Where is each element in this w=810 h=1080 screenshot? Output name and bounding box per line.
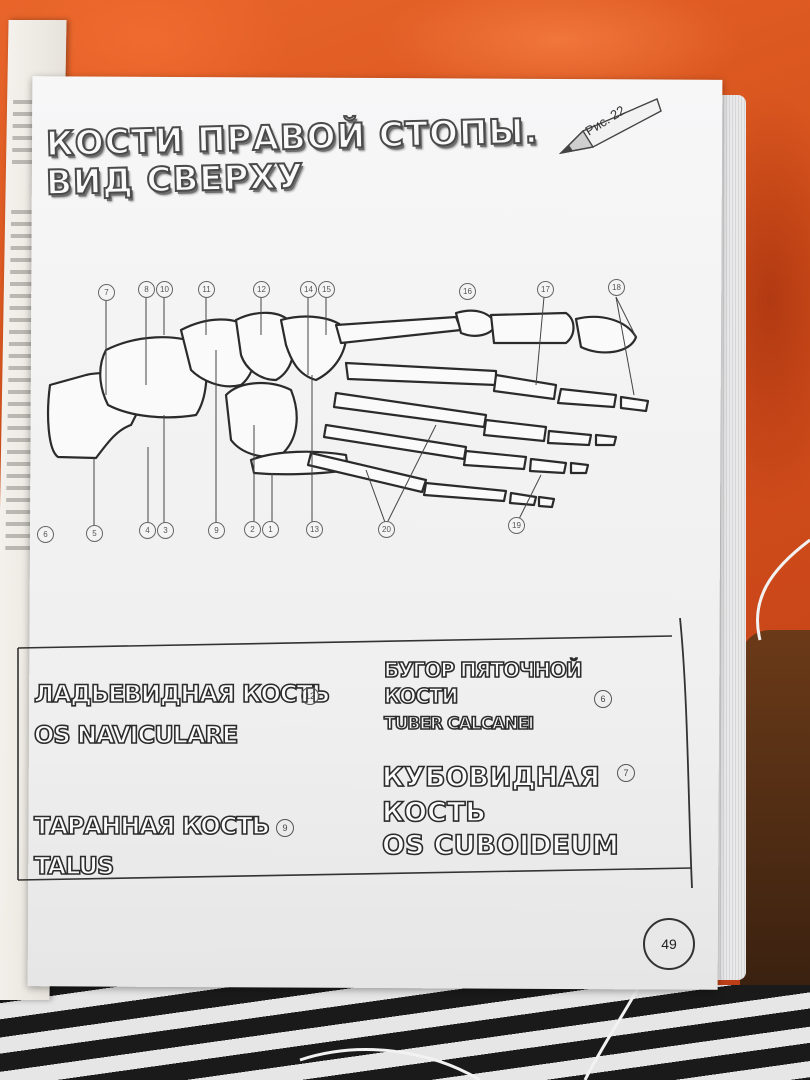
legend-frame (17, 618, 693, 889)
diagram-label-18: 18 (608, 279, 625, 296)
diagram-label-12: 12 (253, 281, 270, 298)
diagram-label-13: 13 (306, 521, 323, 538)
diagram-label-9: 9 (208, 522, 225, 539)
pencil-tag-icon (558, 98, 662, 155)
legend-cuboid-ru-2: КОСТЬ (381, 796, 486, 829)
diagram-label-3: 3 (157, 522, 174, 539)
legend-cuboid-num: 7 (617, 764, 635, 782)
diagram-label-17: 17 (537, 281, 554, 298)
diagram-label-14: 14 (300, 281, 317, 298)
diagram-label-10: 10 (156, 281, 173, 298)
legend-cuboid-lat: OS CUBOIDEUM (381, 829, 619, 862)
legend-navicular-ru: ЛАДЬЕВИДНАЯ КОСТЬ (33, 679, 331, 709)
diagram-label-19: 19 (508, 517, 525, 534)
striped-fabric (0, 985, 810, 1080)
diagram-label-1: 1 (262, 521, 279, 538)
diagram-label-11: 11 (198, 281, 215, 298)
legend-navicular-lat: OS NAVICULARE (33, 720, 239, 750)
diagram-label-5: 5 (86, 525, 103, 542)
diagram-label-8: 8 (138, 281, 155, 298)
legend-tuber-ru-2: КОСТИ (383, 683, 459, 709)
legend-tuber-num: 6 (594, 690, 612, 708)
legend-talus-lat: TALUS (33, 851, 115, 881)
legend-tuber-lat: TUBER CALCANEI (383, 713, 535, 735)
diagram-label-2: 2 (244, 521, 261, 538)
legend-tuber-ru-1: БУГОР ПЯТОЧНОЙ (383, 657, 583, 683)
diagram-label-7: 7 (98, 284, 115, 301)
diagram-label-20: 20 (378, 521, 395, 538)
page-title-line-2: ВИД СВЕРХУ (45, 156, 306, 205)
legend-talus-ru: ТАРАННАЯ КОСТЬ (33, 811, 271, 841)
diagram-label-15: 15 (318, 281, 335, 298)
dark-fabric (740, 630, 810, 990)
legend-cuboid-ru-1: КУБОВИДНАЯ (381, 761, 601, 794)
diagram-label-4: 4 (139, 522, 156, 539)
legend-navicular-num: 12 (301, 687, 319, 705)
foot-bones-diagram (46, 296, 650, 526)
diagram-label-6: 6 (37, 526, 54, 543)
diagram-label-16: 16 (459, 283, 476, 300)
legend-talus-num: 9 (276, 819, 294, 837)
page-number: 49 (643, 918, 695, 970)
